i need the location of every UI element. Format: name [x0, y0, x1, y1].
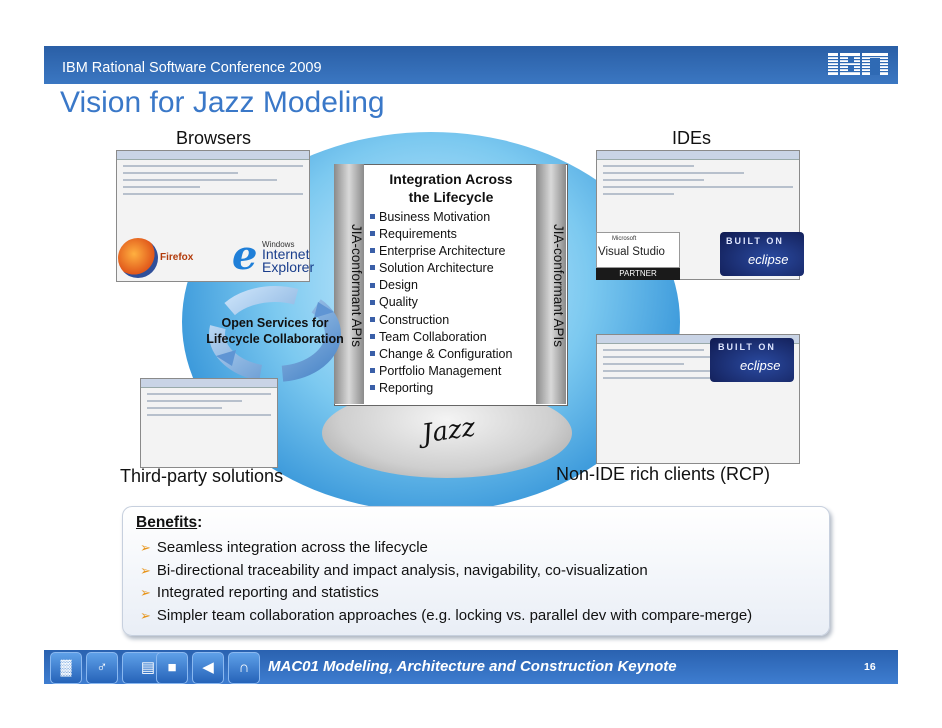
list-item: ➢Simpler team collaboration approaches (… — [140, 606, 753, 624]
bullet-icon — [370, 350, 375, 356]
vs-microsoft-label: Microsoft — [612, 236, 637, 242]
ie-name-line1: Internet — [262, 246, 310, 262]
eclipse-label: eclipse — [748, 252, 789, 267]
list-item: Solution Architecture — [368, 260, 538, 277]
bullet-icon — [370, 316, 375, 322]
browsers-label: Browsers — [176, 128, 252, 148]
bullet-icon — [370, 368, 375, 374]
panel-title: Integration Across the Lifecycle — [368, 170, 534, 206]
left-api-bar — [334, 164, 364, 404]
open-services-label: Open Services for Lifecycle Collaboratio… — [200, 315, 350, 347]
firefox-label: Firefox — [160, 252, 194, 263]
arrow-bullet-icon: ➢ — [140, 562, 151, 578]
list-item: Design — [368, 277, 538, 294]
third-party-label: Third-party solutions — [120, 466, 284, 486]
list-item: Portfolio Management — [368, 363, 538, 380]
chart-icon[interactable]: ▓ — [50, 652, 82, 684]
video-camera-icon[interactable]: ■ — [156, 652, 188, 684]
bullet-icon — [370, 299, 375, 305]
ides-label: IDEs — [672, 128, 712, 148]
bullet-icon — [370, 385, 375, 391]
arrow-bullet-icon: ➢ — [140, 585, 151, 600]
right-api-label: JIA-conformant APIs — [551, 224, 566, 348]
header-bar — [44, 46, 898, 84]
bullet-icon — [370, 333, 375, 339]
list-item: Change & Configuration — [368, 346, 538, 363]
list-item: ➢Integrated reporting and statistics — [140, 584, 379, 601]
internet-explorer-icon: e — [232, 232, 258, 279]
vs-name: Visual Studio — [598, 246, 665, 258]
list-item: Team Collaboration — [368, 329, 538, 346]
microphone-icon[interactable]: ♂ — [86, 652, 118, 684]
third-party-screenshot — [140, 378, 278, 468]
bullet-icon — [370, 214, 375, 220]
ibm-logo — [826, 53, 890, 75]
built-on-eclipse-badge — [720, 232, 804, 276]
built-on-label: BUILT ON — [726, 236, 784, 246]
benefits-header-text: Benefits — [136, 514, 198, 531]
built-on-label: BUILT ON — [718, 342, 776, 352]
list-item: ➢Bi-directional traceability and impact … — [140, 561, 648, 579]
footer-title: MAC01 Modeling, Architecture and Constru… — [268, 658, 677, 675]
built-on-eclipse-badge — [710, 338, 794, 382]
speaker-icon[interactable]: ◀ — [192, 652, 224, 684]
panel-title-line2: the Lifecycle — [408, 189, 494, 205]
list-item: Construction — [368, 312, 538, 329]
bullet-icon — [370, 248, 375, 254]
headphones-icon[interactable]: ∩ — [228, 652, 260, 684]
list-item: Quality — [368, 294, 538, 311]
left-api-label: JIA-conformant APIs — [349, 224, 364, 348]
list-item: Business Motivation — [368, 209, 538, 226]
list-item: ➢Seamless integration across the lifecyc… — [140, 539, 428, 556]
visual-studio-logo — [596, 232, 680, 268]
open-services-line1: Open Services for — [221, 316, 329, 330]
benefits-box — [122, 506, 830, 636]
arrow-bullet-icon: ➢ — [140, 540, 151, 555]
benefits-header: Benefits: — [136, 514, 203, 531]
lifecycle-list: Business Motivation Requirements Enterpr… — [368, 209, 538, 397]
firefox-icon — [118, 238, 158, 278]
panel-title-line1: Integration Across — [389, 171, 513, 187]
cycle-arrows-icon — [209, 286, 341, 382]
partner-badge: PARTNER — [596, 268, 680, 280]
eclipse-label: eclipse — [740, 358, 781, 373]
bullet-icon — [370, 265, 375, 271]
conference-name: IBM Rational Software Conference 2009 — [62, 60, 322, 76]
benefits-list: ➢Seamless integration across the lifecyc… — [140, 537, 752, 627]
ie-name-line2: Explorer — [262, 259, 315, 275]
page-number: 16 — [864, 661, 876, 673]
list-item: Requirements — [368, 226, 538, 243]
bullet-icon — [370, 231, 375, 237]
slide-title: Vision for Jazz Modeling — [60, 86, 385, 119]
arrow-bullet-icon: ➢ — [140, 607, 151, 623]
list-item: Enterprise Architecture — [368, 243, 538, 260]
list-item: Reporting — [368, 380, 538, 397]
ie-name: Internet Explorer — [262, 246, 315, 275]
non-ide-label: Non-IDE rich clients (RCP) — [556, 464, 771, 484]
right-api-bar — [536, 164, 566, 404]
ie-windows-label: Windows — [262, 240, 295, 249]
bullet-icon — [370, 282, 375, 288]
open-services-line2: Lifecycle Collaboration — [206, 332, 344, 346]
